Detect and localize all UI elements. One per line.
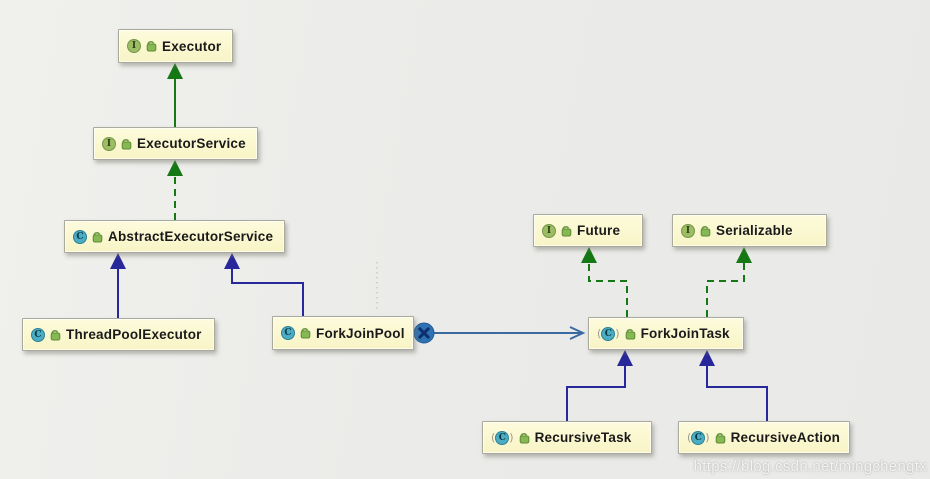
arrowhead-implements bbox=[581, 247, 597, 263]
abstract-class-icon: (C) bbox=[687, 430, 710, 445]
class-icon: C bbox=[31, 327, 45, 342]
class-name-label: Future bbox=[577, 223, 621, 238]
class-name-label: Serializable bbox=[716, 223, 793, 238]
arrowhead-implements bbox=[167, 160, 183, 176]
lock-icon bbox=[92, 231, 103, 242]
interface-icon: I bbox=[102, 136, 116, 151]
class-node-recursive-action[interactable]: (C) RecursiveAction bbox=[678, 421, 850, 454]
class-name-label: RecursiveAction bbox=[730, 430, 841, 445]
class-node-serializable[interactable]: I Serializable bbox=[672, 214, 827, 247]
arrowhead-extends_class bbox=[699, 350, 715, 366]
arrowhead-extends_class bbox=[110, 253, 126, 269]
edge-fork-join-task-to-serializable bbox=[706, 263, 745, 317]
class-name-label: ExecutorService bbox=[137, 136, 246, 151]
class-node-executor[interactable]: I Executor bbox=[118, 29, 233, 63]
lock-icon bbox=[625, 328, 635, 339]
arrowhead-extends_class bbox=[224, 253, 240, 269]
arrowhead-extends_class bbox=[617, 350, 633, 366]
lock-icon bbox=[50, 329, 61, 340]
edge-fork-join-task-to-future bbox=[588, 263, 628, 317]
edge-fork-join-pool-to-abstract-executor-service bbox=[231, 269, 304, 316]
lock-icon bbox=[146, 41, 157, 52]
class-node-abstract-executor-service[interactable]: C AbstractExecutorService bbox=[64, 220, 285, 253]
class-name-label: Executor bbox=[162, 38, 222, 54]
lock-icon bbox=[519, 432, 529, 443]
class-node-fork-join-pool[interactable]: C ForkJoinPool bbox=[272, 316, 414, 350]
class-name-label: ThreadPoolExecutor bbox=[66, 327, 202, 342]
class-node-executor-service[interactable]: I ExecutorService bbox=[93, 127, 258, 160]
arrowhead-implements bbox=[736, 247, 752, 263]
collapse-badge-icon[interactable] bbox=[413, 322, 435, 344]
class-name-label: AbstractExecutorService bbox=[108, 229, 274, 244]
lock-icon bbox=[121, 138, 132, 149]
class-icon: C bbox=[281, 326, 295, 340]
lock-icon bbox=[715, 432, 725, 443]
lock-icon bbox=[300, 328, 311, 339]
class-icon: C bbox=[73, 229, 87, 244]
lock-icon bbox=[561, 225, 572, 236]
class-node-future[interactable]: I Future bbox=[533, 214, 643, 247]
interface-icon: I bbox=[681, 223, 695, 238]
class-node-fork-join-task[interactable]: (C) ForkJoinTask bbox=[588, 317, 744, 350]
abstract-class-icon: (C) bbox=[597, 326, 620, 341]
edge-recursive-action-to-fork-join-task bbox=[706, 366, 768, 421]
class-name-label: ForkJoinPool bbox=[316, 325, 405, 341]
lock-icon bbox=[700, 225, 711, 236]
class-name-label: ForkJoinTask bbox=[640, 326, 730, 341]
open-arrowhead-association bbox=[569, 326, 586, 340]
interface-icon: I bbox=[127, 39, 141, 53]
class-node-thread-pool-executor[interactable]: C ThreadPoolExecutor bbox=[22, 318, 215, 351]
class-node-recursive-task[interactable]: (C) RecursiveTask bbox=[482, 421, 652, 454]
edge-recursive-task-to-fork-join-task bbox=[566, 366, 626, 421]
abstract-class-icon: (C) bbox=[491, 430, 514, 445]
interface-icon: I bbox=[542, 223, 556, 238]
class-name-label: RecursiveTask bbox=[534, 430, 632, 445]
arrowhead-extends_interface bbox=[167, 63, 183, 79]
